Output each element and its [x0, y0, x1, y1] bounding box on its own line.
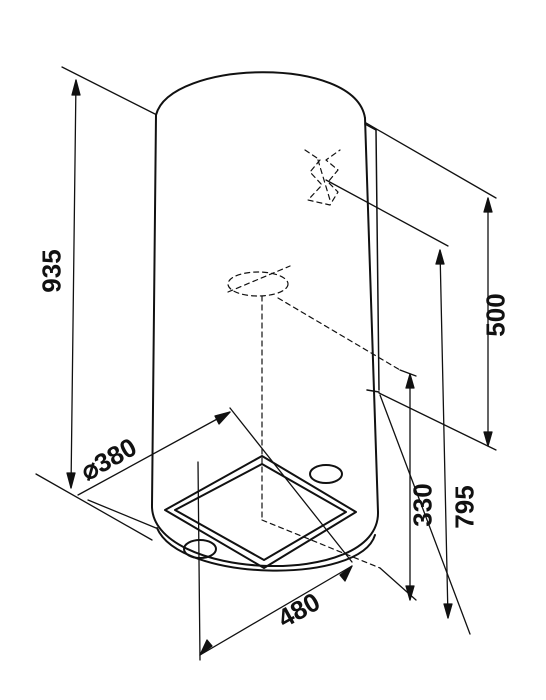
dimension-label-total-height: 935: [36, 249, 67, 293]
hidden-lines: [227, 149, 401, 569]
dim-795: [325, 179, 471, 635]
dim-480: [197, 461, 353, 661]
hood-top-arc: [155, 71, 366, 119]
dim-330: [379, 369, 417, 601]
hood-bottom-rim: [156, 527, 376, 572]
lamp-right: [309, 464, 343, 484]
hood-left-edge: [151, 114, 157, 506]
dimension-label-upper-height: 500: [480, 293, 511, 337]
dim-500: [365, 122, 497, 451]
dim-380: [77, 407, 353, 563]
wall-strip: [364, 123, 380, 393]
dimension-label-mid-height: 795: [449, 485, 480, 529]
hood-body: [150, 71, 380, 572]
filter-grid: [164, 455, 357, 569]
hood-bottom-arc: [150, 504, 380, 567]
dim-935: [35, 66, 156, 541]
dimension-label-lower-height: 330: [407, 483, 438, 527]
lamp-left: [183, 539, 217, 559]
hood-right-edge: [364, 117, 379, 513]
